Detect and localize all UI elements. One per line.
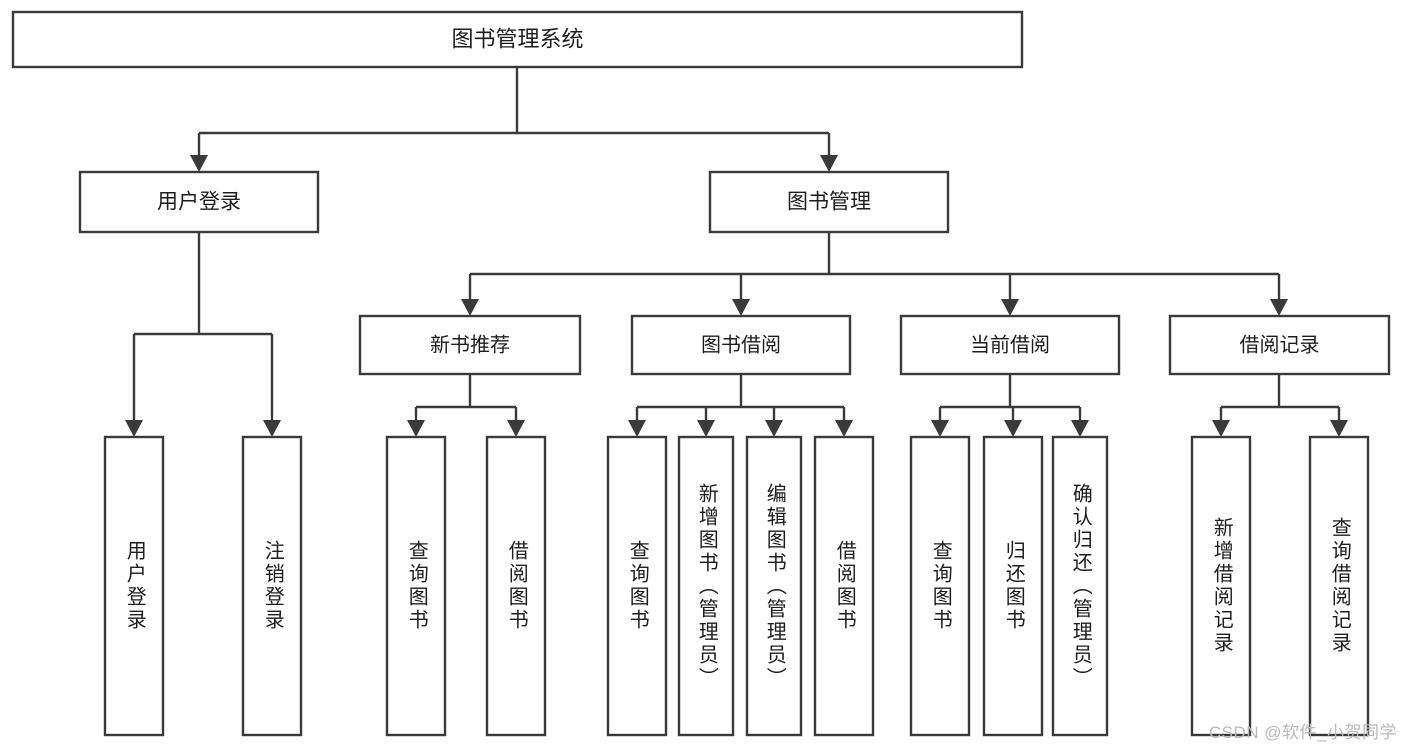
arrow-head-icon	[1001, 299, 1019, 316]
arrow-head-icon	[190, 155, 208, 172]
arrow-head-icon	[407, 420, 425, 437]
connector-borrow-record-to-leaves	[1219, 374, 1341, 421]
leaf-leaf-edit-book[interactable]	[745, 435, 803, 737]
arrow-head-icon	[835, 420, 853, 437]
watermark-credit: CSDN @软件_小贺同学	[1208, 723, 1397, 742]
connector-layer	[125, 67, 1348, 437]
connector-book-manage-to-level3	[468, 232, 1281, 300]
connector-user-login-to-leaves	[132, 232, 274, 421]
connector-current-borrow-to-leaves	[938, 374, 1082, 421]
arrow-head-icon	[1071, 420, 1089, 437]
node-current-borrow[interactable]	[899, 314, 1121, 376]
arrow-head-icon	[820, 155, 838, 172]
arrow-head-icon	[1212, 420, 1230, 437]
arrow-head-icon	[263, 420, 281, 437]
arrow-head-icon	[125, 420, 143, 437]
arrow-head-icon	[1004, 420, 1022, 437]
leaf-leaf-query-record[interactable]	[1308, 435, 1370, 737]
leaf-leaf-confirm-return[interactable]	[1051, 435, 1109, 737]
leaf-leaf-query-book-1[interactable]	[385, 435, 447, 737]
node-new-book-rec[interactable]	[358, 314, 582, 376]
arrow-head-icon	[765, 420, 783, 437]
node-book-borrow[interactable]	[630, 314, 852, 376]
arrow-head-icon	[1270, 299, 1288, 316]
leaf-leaf-query-book-3[interactable]	[909, 435, 971, 737]
leaf-leaf-add-book[interactable]	[677, 435, 735, 737]
leaf-leaf-query-book-2[interactable]	[606, 435, 668, 737]
leaf-leaf-borrow-book-2[interactable]	[813, 435, 875, 737]
arrow-head-icon	[931, 420, 949, 437]
leaf-leaf-user-login[interactable]	[103, 435, 165, 737]
connector-root-to-level2	[197, 67, 831, 156]
node-borrow-record[interactable]	[1168, 314, 1391, 376]
node-book-manage[interactable]	[708, 170, 950, 234]
node-box-layer	[11, 10, 1391, 737]
leaf-leaf-borrow-book-1[interactable]	[485, 435, 547, 737]
connector-new-book-rec-to-leaves	[414, 374, 518, 421]
arrow-head-icon	[507, 420, 525, 437]
node-book-borrow-label: 图书借阅	[701, 333, 781, 356]
connector-book-borrow-to-leaves	[635, 374, 846, 421]
arrow-head-icon	[461, 299, 479, 316]
node-root-label: 图书管理系统	[451, 26, 583, 51]
node-user-login[interactable]	[78, 170, 320, 234]
arrow-head-icon	[1330, 420, 1348, 437]
arrow-head-icon	[628, 420, 646, 437]
node-user-login-label: 用户登录	[157, 191, 241, 214]
node-new-book-rec-label: 新书推荐	[430, 333, 510, 356]
node-current-borrow-label: 当前借阅	[970, 333, 1050, 356]
node-book-manage-label: 图书管理	[787, 191, 871, 214]
leaf-leaf-user-logout[interactable]	[241, 435, 303, 737]
leaf-leaf-return-book[interactable]	[982, 435, 1044, 737]
arrow-head-icon	[697, 420, 715, 437]
leaf-leaf-add-record[interactable]	[1190, 435, 1252, 737]
node-borrow-record-label: 借阅记录	[1240, 333, 1320, 356]
arrow-head-icon	[732, 299, 750, 316]
node-root[interactable]	[11, 10, 1024, 69]
